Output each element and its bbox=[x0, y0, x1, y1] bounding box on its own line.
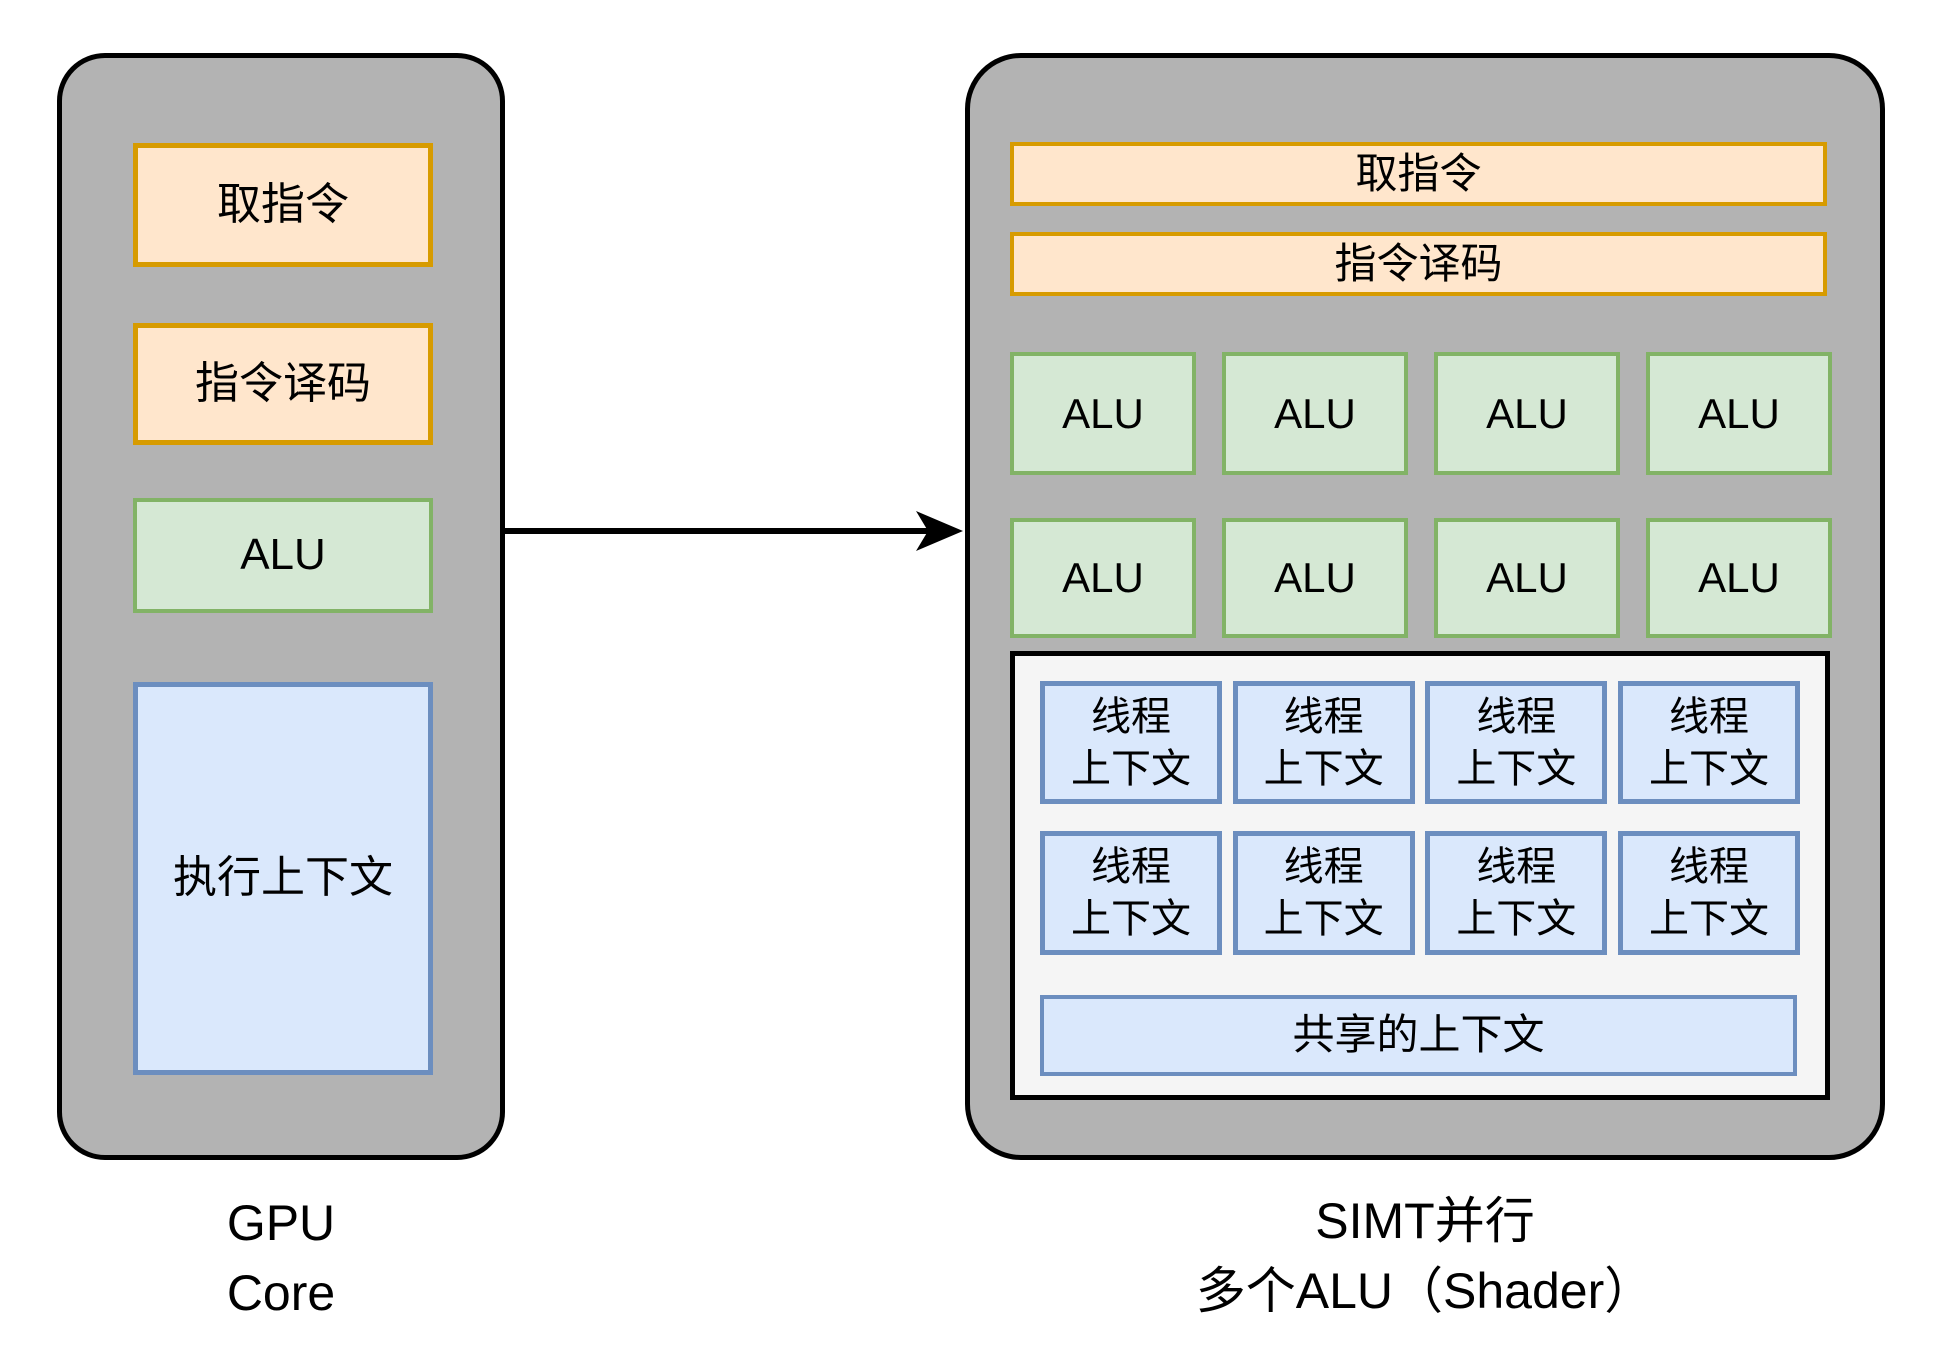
simt-alu-row-1: ALU ALU ALU ALU bbox=[1010, 352, 1832, 475]
gpu-core-exec-context-block: 执行上下文 bbox=[133, 682, 433, 1075]
gpu-core-caption: GPU Core bbox=[57, 1188, 505, 1328]
simt-decode-label: 指令译码 bbox=[1334, 239, 1503, 287]
alu-unit: ALU bbox=[1646, 518, 1832, 638]
alu-unit-label: ALU bbox=[1274, 554, 1356, 601]
simt-alu-row-2: ALU ALU ALU ALU bbox=[1010, 518, 1832, 638]
thread-context-line2: 上下文 bbox=[1071, 746, 1191, 791]
gpu-core-exec-context-label: 执行上下文 bbox=[173, 853, 393, 903]
thread-context-cell: 线程 上下文 bbox=[1040, 681, 1222, 804]
thread-context-cell: 线程 上下文 bbox=[1425, 681, 1608, 804]
simt-caption-line2: 多个ALU（Shader） bbox=[1195, 1263, 1655, 1319]
thread-context-cell: 线程 上下文 bbox=[1617, 831, 1800, 955]
thread-context-line1: 线程 bbox=[1091, 694, 1171, 739]
simt-decode-block: 指令译码 bbox=[1010, 232, 1827, 296]
simt-fetch-block: 取指令 bbox=[1010, 142, 1827, 206]
flow-arrow-head bbox=[916, 511, 963, 551]
shared-context-label: 共享的上下文 bbox=[1292, 1011, 1545, 1059]
alu-unit: ALU bbox=[1646, 352, 1832, 475]
thread-context-line2: 上下文 bbox=[1648, 897, 1769, 941]
alu-unit: ALU bbox=[1010, 518, 1196, 638]
thread-context-line2: 上下文 bbox=[1648, 746, 1769, 791]
thread-context-line1: 线程 bbox=[1668, 845, 1749, 889]
simt-fetch-label: 取指令 bbox=[1355, 149, 1482, 197]
thread-context-line2: 上下文 bbox=[1263, 897, 1384, 941]
gpu-core-alu-label: ALU bbox=[240, 530, 326, 580]
thread-context-line2: 上下文 bbox=[1263, 746, 1384, 791]
shared-context-block: 共享的上下文 bbox=[1040, 995, 1797, 1076]
gpu-core-decode-label: 指令译码 bbox=[195, 358, 371, 408]
thread-context-line1: 线程 bbox=[1476, 694, 1557, 739]
alu-unit-label: ALU bbox=[1698, 554, 1780, 601]
alu-unit-label: ALU bbox=[1062, 389, 1144, 437]
gpu-core-alu-block: ALU bbox=[133, 498, 433, 613]
thread-context-line2: 上下文 bbox=[1456, 897, 1577, 941]
simt-panel: 取指令 指令译码 ALU ALU ALU ALU ALU ALU ALU ALU… bbox=[965, 53, 1885, 1160]
thread-context-cell: 线程 上下文 bbox=[1232, 831, 1415, 955]
thread-context-cell: 线程 上下文 bbox=[1232, 681, 1415, 804]
gpu-core-fetch-label: 取指令 bbox=[217, 179, 349, 229]
alu-unit: ALU bbox=[1222, 352, 1408, 475]
alu-unit: ALU bbox=[1434, 518, 1620, 638]
gpu-core-caption-line2: Core bbox=[226, 1265, 336, 1321]
gpu-core-caption-line1: GPU bbox=[226, 1195, 336, 1251]
thread-context-line1: 线程 bbox=[1476, 845, 1557, 889]
thread-context-line2: 上下文 bbox=[1456, 746, 1577, 791]
simt-caption-line1: SIMT并行 bbox=[1315, 1193, 1535, 1249]
alu-unit-label: ALU bbox=[1486, 389, 1568, 437]
gpu-core-decode-block: 指令译码 bbox=[133, 323, 433, 445]
thread-context-line1: 线程 bbox=[1283, 694, 1364, 739]
alu-unit: ALU bbox=[1222, 518, 1408, 638]
thread-context-line1: 线程 bbox=[1668, 694, 1749, 739]
thread-context-cell: 线程 上下文 bbox=[1425, 831, 1608, 955]
alu-unit-label: ALU bbox=[1486, 554, 1568, 601]
alu-unit-label: ALU bbox=[1274, 389, 1356, 437]
thread-context-line1: 线程 bbox=[1283, 845, 1364, 889]
simt-caption: SIMT并行 多个ALU（Shader） bbox=[965, 1186, 1885, 1326]
alu-unit: ALU bbox=[1434, 352, 1620, 475]
alu-unit-label: ALU bbox=[1062, 554, 1144, 601]
thread-context-line1: 线程 bbox=[1091, 845, 1171, 889]
thread-context-row-2: 线程 上下文 线程 上下文 线程 上下文 线程 上下文 bbox=[1040, 831, 1800, 955]
thread-context-cell: 线程 上下文 bbox=[1617, 681, 1800, 804]
thread-context-line2: 上下文 bbox=[1071, 897, 1191, 941]
thread-context-row-1: 线程 上下文 线程 上下文 线程 上下文 线程 上下文 bbox=[1040, 681, 1800, 804]
gpu-core-fetch-block: 取指令 bbox=[133, 143, 433, 267]
thread-context-group: 线程 上下文 线程 上下文 线程 上下文 线程 上下文 线程 bbox=[1010, 651, 1830, 1100]
gpu-core-panel: 取指令 指令译码 ALU 执行上下文 bbox=[57, 53, 505, 1160]
alu-unit-label: ALU bbox=[1698, 389, 1780, 437]
alu-unit: ALU bbox=[1010, 352, 1196, 475]
thread-context-cell: 线程 上下文 bbox=[1040, 831, 1222, 955]
